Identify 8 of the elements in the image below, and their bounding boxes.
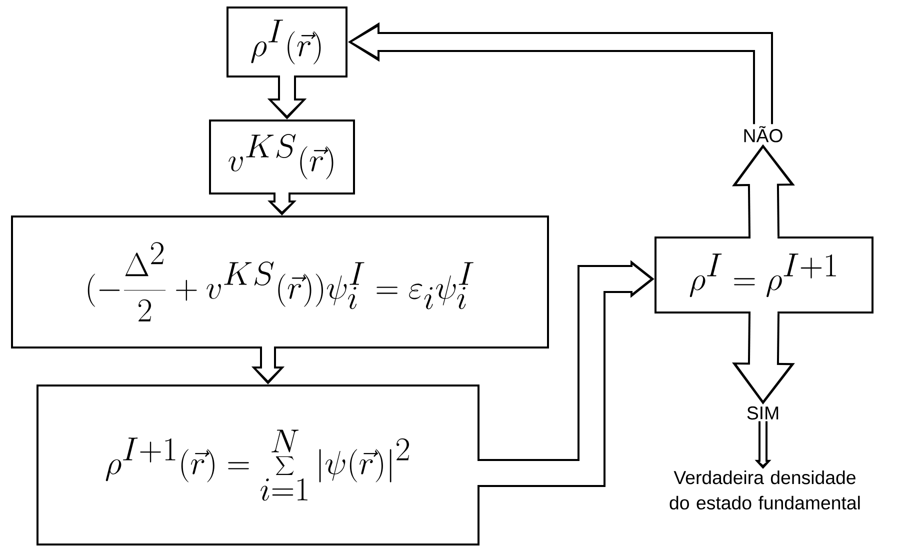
answer-label: NÃO: [744, 126, 782, 142]
formula-box: $\rho^I(\vec{r})$: [226, 6, 348, 78]
formula-box: $\rho^{I+1}(\vec{r})=\sum_{i=1}^{N}|\psi(\vec{r})|^2$: [36, 384, 480, 546]
answer-label: SIM: [747, 406, 778, 420]
result-text: Verdadeira densidade do estado fundamental: [670, 470, 860, 510]
formula-box: $\rho^I=\rho^{I+1}$: [654, 236, 874, 314]
formula-box: $(-\frac{\Delta^2}{2}+v^{KS}(\vec{r}))\psi_i^I=\varepsilon_i\psi_i^I$: [11, 216, 549, 348]
formula-box: $v^{KS}(\vec{r})$: [209, 120, 355, 194]
